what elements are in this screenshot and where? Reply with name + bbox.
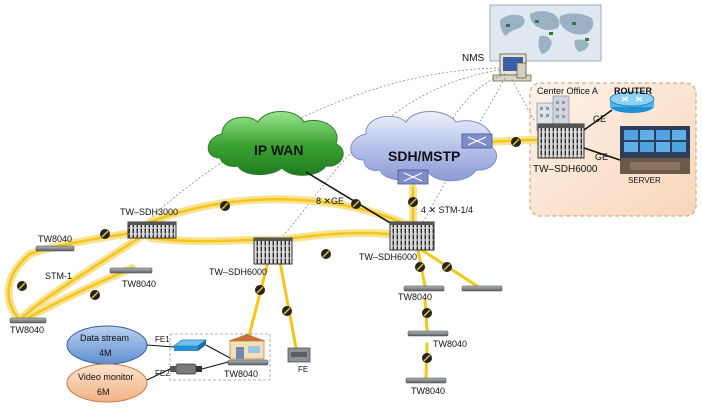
center-sdh6000-device (537, 123, 585, 159)
ip-wan-label: IP WAN (254, 142, 304, 158)
sdh-mux-icons (397, 133, 493, 185)
ip-wan-cloud (207, 111, 344, 176)
tw8040-chain3-label: TW8040 (411, 386, 446, 396)
data-stream-rate: 4M (99, 348, 112, 358)
router-label: ROUTER (614, 86, 652, 96)
tw8040-switches (9, 245, 503, 384)
tw-sdh6000-hub-device (389, 221, 435, 251)
tw8040-chain1-label: TW8040 (398, 292, 433, 302)
ge-bottom-label: GE (595, 152, 609, 162)
tw8040-mid-label: TW8040 (122, 279, 157, 289)
stm1-label: STM-1 (45, 271, 72, 281)
fe1-switch-icon (172, 339, 208, 351)
center-office-panel (529, 82, 697, 217)
data-stream-label: Data stream (80, 333, 130, 343)
world-map-image (489, 4, 602, 62)
sdh-mstp-label: SDH/MSTP (388, 148, 461, 164)
center-office-label: Center Office A (537, 86, 598, 96)
fe-label: FE (298, 365, 309, 374)
server-room-image (620, 126, 690, 174)
tw-sdh3000-device (127, 221, 177, 239)
tw8040-left-top-label: TW8040 (38, 234, 73, 244)
tw-sdh3000-label: TW–SDH3000 (120, 207, 179, 217)
router-icon (609, 91, 655, 113)
shop-icon (228, 334, 266, 360)
tw-sdh6000-left-device (253, 237, 293, 265)
access-links (201, 344, 231, 370)
video-monitor-label: Video monitor (78, 372, 134, 382)
office-links (583, 109, 621, 161)
link-8ge-label: 8 ✕GE (316, 196, 345, 206)
video-monitor-bubble (66, 363, 148, 403)
bubble-links (146, 344, 175, 381)
video-monitor-rate: 6M (97, 387, 110, 397)
tw8040-left-bottom-label: TW8040 (10, 325, 45, 335)
server-label: SERVER (628, 176, 661, 185)
tw8040-access-label: TW8040 (224, 369, 259, 379)
nms-label: NMS (462, 53, 485, 64)
tw-sdh6000-hub-label: TW–SDH6000 (359, 252, 418, 262)
video-camera-icon (170, 363, 202, 375)
access-site-box (169, 333, 271, 381)
fe1-label: FE1 (155, 335, 170, 344)
data-stream-bubble (66, 325, 148, 365)
tw8040-chain2-label: TW8040 (433, 339, 468, 349)
ge-top-label: GE (593, 114, 607, 124)
ring-markers (17, 137, 521, 363)
fe-converter-icon (287, 347, 311, 363)
nms-computer-icon (492, 53, 532, 82)
tw-sdh6000-left-label: TW–SDH6000 (209, 267, 268, 277)
fe2-label: FE2 (155, 369, 170, 378)
center-sdh6000-label: TW–SDH6000 (533, 164, 598, 175)
link-4stm-label: 4 ✕ STM-1/4 (421, 205, 474, 215)
ip-wan-link (305, 171, 393, 225)
